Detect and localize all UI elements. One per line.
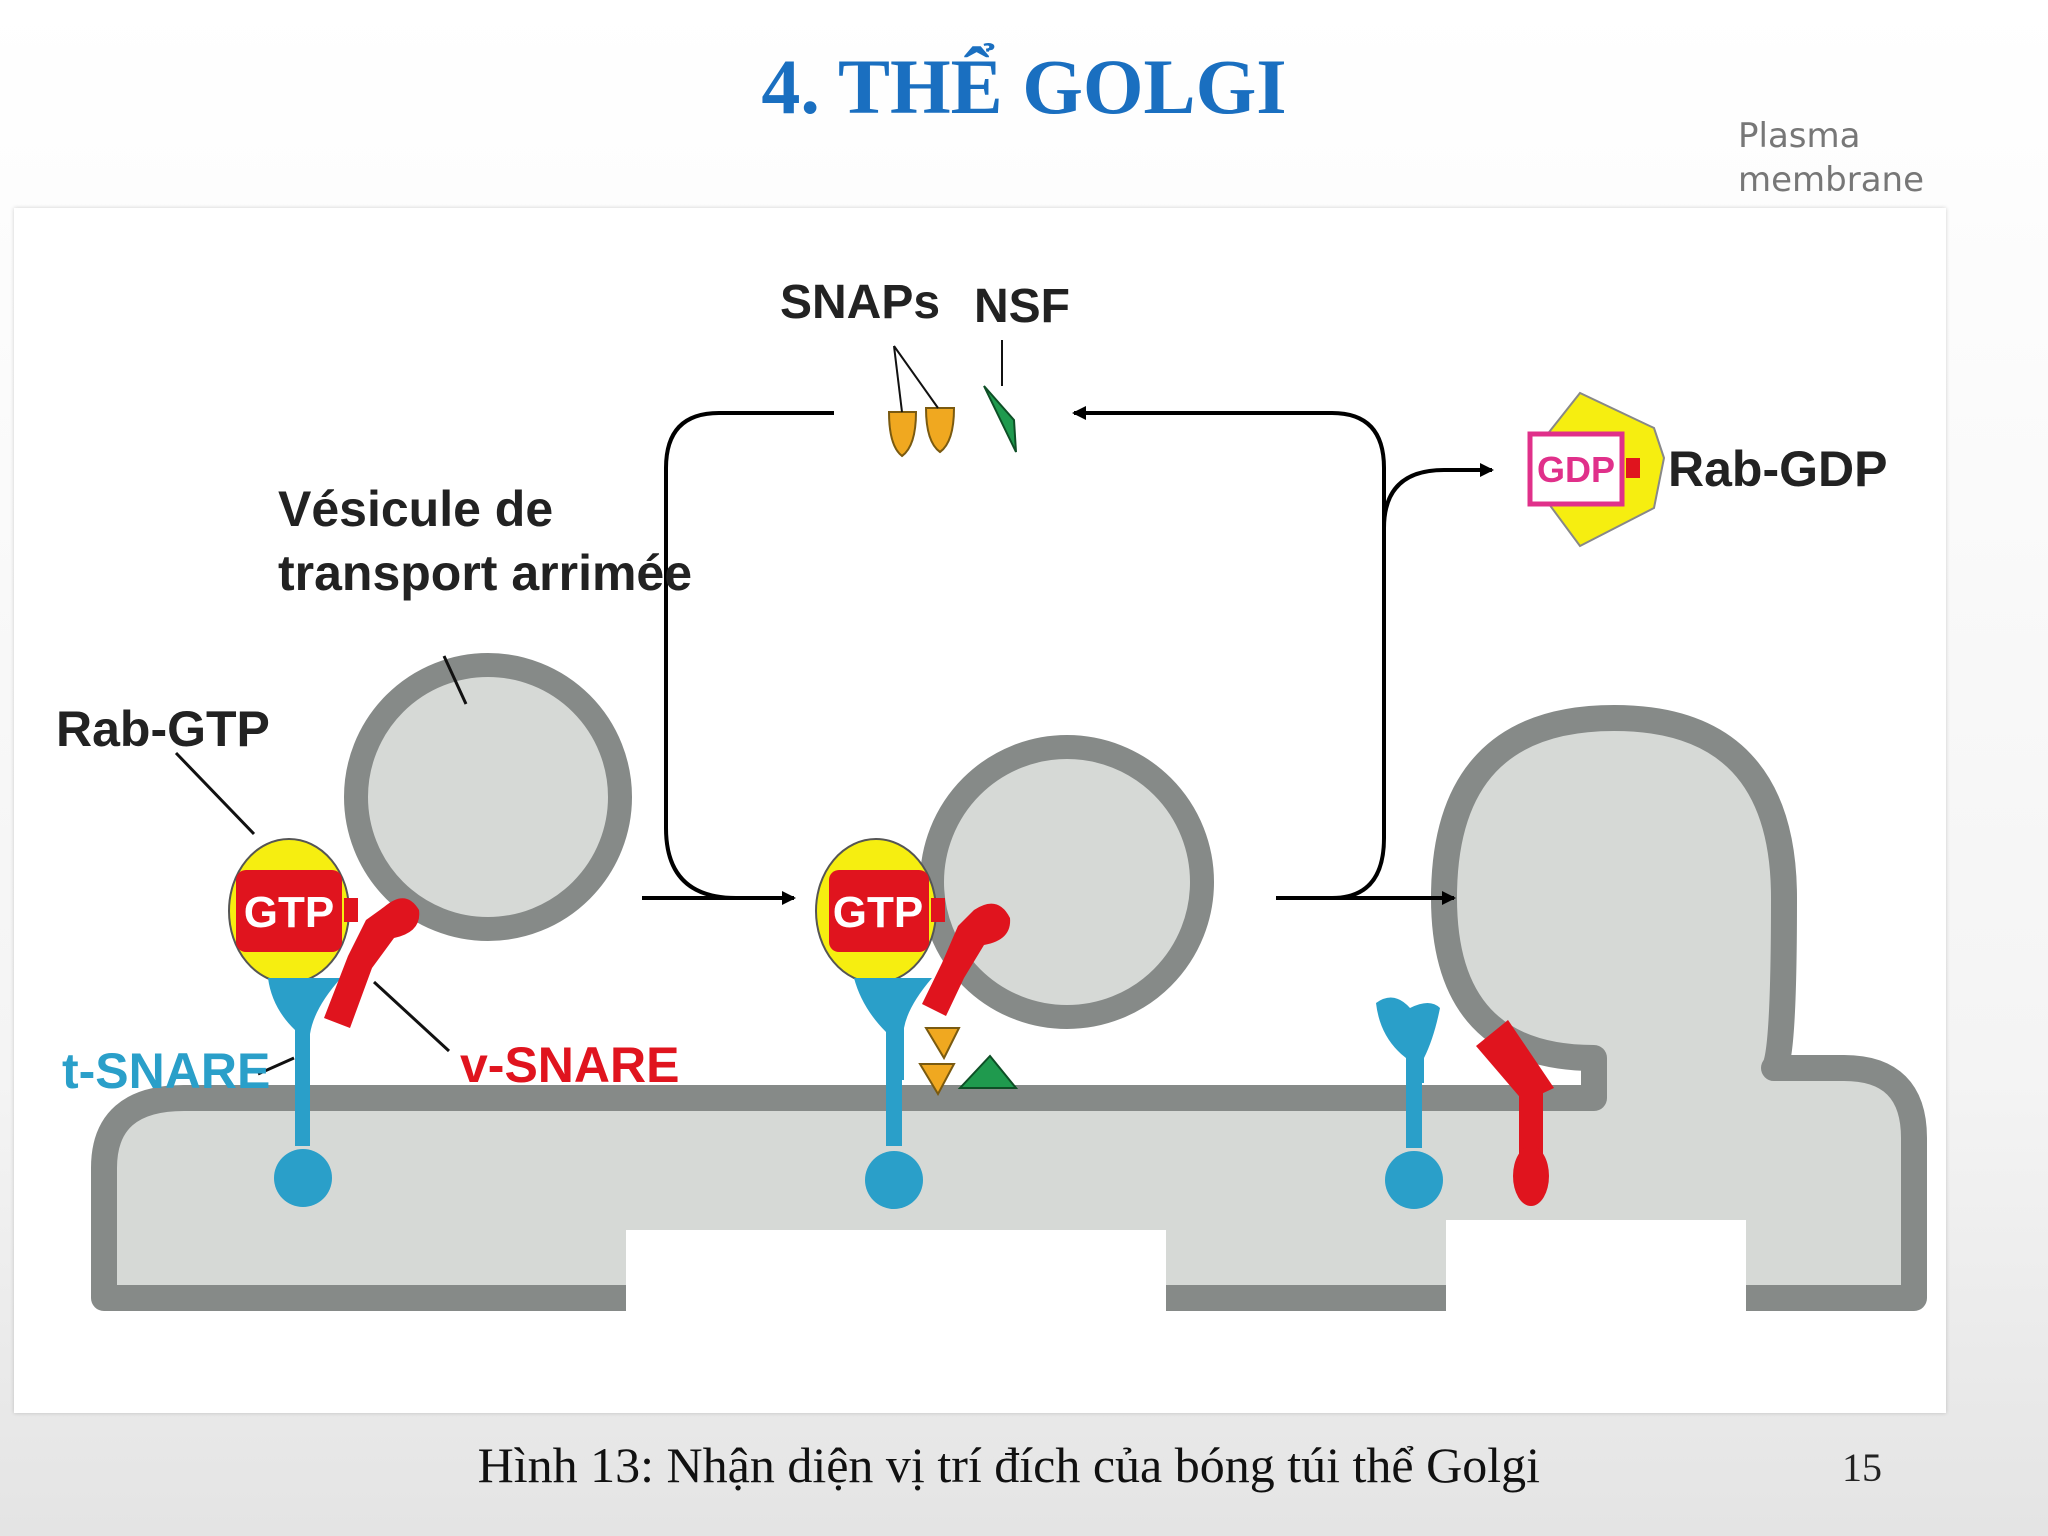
t-snare-2 [854,978,932,1209]
docked-vesicle-2 [920,735,1214,1029]
gdp-badge: GDP [1537,449,1615,490]
rab-gdp-label: Rab-GDP [1668,441,1887,497]
snap-nsf-complex [918,1027,1019,1097]
gtp-badge-1: GTP [244,888,334,937]
rab-gdp-branch-arrow [1382,463,1494,529]
rab-gtp-pointer-line [174,751,256,836]
rab-gdp-complex: GDP [1527,391,1666,548]
plasma-membrane-label-line1: Plasma [1738,116,1861,156]
gtp-badge-2: GTP [833,888,923,937]
vesicle-label-line1: Vésicule de [278,481,553,537]
docked-vesicle-1 [344,653,632,941]
t-snare-label: t-SNARE [62,1043,270,1099]
recycle-loop-right [1072,406,1386,900]
v-snare-1 [324,898,420,1028]
rab-gtp-complex-1: GTP [228,838,358,984]
nsf-label: NSF [974,280,1070,333]
v-snare-3 [1476,1020,1554,1206]
vesicle-docking-diagram: GTP GTP [56,276,1927,1400]
t-snare-1 [268,978,341,1207]
v-snare-2 [922,903,1011,1016]
plasma-membrane-label: Plasma membrane [1738,114,1924,202]
rab-gtp-complex-2: GTP [815,838,945,984]
v-snare-pointer-line [372,980,451,1053]
target-membrane [91,705,1927,1400]
vesicle-label-line2: transport arrimée [278,545,692,601]
snaps-label: SNAPs [780,276,940,329]
figure-caption: Hình 13: Nhận diện vị trí đích của bóng … [477,1437,1540,1493]
t-snare-pointer-line [257,1056,295,1076]
recycle-loop-left [664,411,834,900]
plasma-membrane-label-line2: membrane [1738,160,1925,200]
v-snare-label: v-SNARE [460,1037,679,1093]
t-snare-3 [1376,997,1443,1209]
snaps-free [887,345,956,458]
rab-gtp-label: Rab-GTP [56,701,270,757]
figure-frame: GTP GTP [14,208,1946,1413]
page-number: 15 [1842,1445,1882,1490]
nsf-free [983,340,1017,453]
vesicle-pointer-line [442,655,468,705]
slide-title: 4. THỂ GOLGI [761,43,1287,130]
